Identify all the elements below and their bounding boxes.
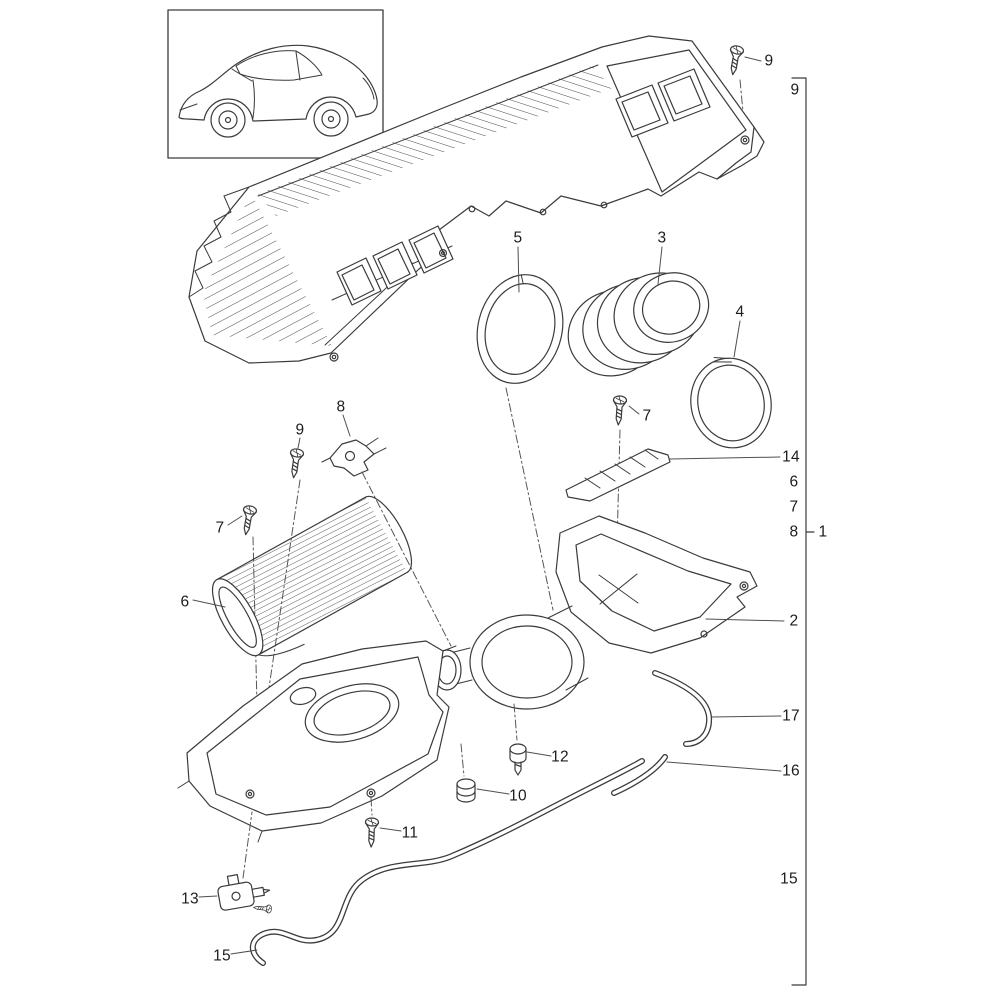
part-label-17: 17 — [782, 707, 800, 725]
part-label-9-list: 9 — [790, 81, 800, 99]
strainer-14 — [565, 448, 671, 502]
car-thumbnail-box — [167, 9, 384, 159]
valve-13 — [217, 811, 273, 914]
seal-ring-5 — [476, 274, 564, 384]
screw-9-top — [725, 44, 745, 113]
part-label-9-screw-left: 9 — [295, 421, 305, 439]
part-label-4: 4 — [735, 303, 745, 321]
part-label-10: 10 — [509, 787, 527, 805]
part-label-3: 3 — [657, 229, 667, 247]
part-label-2: 2 — [789, 612, 799, 630]
vent-grid-right — [615, 68, 711, 138]
part-label-7-list: 7 — [789, 498, 799, 516]
leader-lines — [192, 56, 785, 955]
hose-17 — [652, 670, 713, 747]
bolt-12 — [509, 703, 527, 776]
part-label-6-filter: 6 — [180, 593, 190, 611]
grommet-10 — [456, 743, 476, 803]
hose-15 — [249, 758, 645, 966]
bellows-hose-3 — [567, 272, 710, 377]
car-side-view-icon — [178, 44, 378, 138]
part-label-5: 5 — [513, 229, 523, 247]
part-label-1-assembly: 1 — [818, 523, 828, 541]
part-label-14-list: 14 — [782, 448, 800, 466]
hose-16 — [611, 754, 668, 796]
part-label-11: 11 — [401, 824, 419, 842]
lower-housing-2 — [177, 515, 758, 843]
part-label-9-screw-top: 9 — [764, 52, 774, 70]
part-label-6-list: 6 — [789, 473, 799, 491]
assembly-bracket — [791, 77, 815, 986]
part-label-16: 16 — [782, 762, 800, 780]
clamp-ring-4 — [690, 357, 772, 449]
air-filter-6 — [211, 495, 413, 657]
screw-11 — [364, 797, 380, 848]
part-label-12: 12 — [551, 748, 569, 766]
part-label-15-hose: 15 — [213, 947, 231, 965]
part-label-13: 13 — [181, 890, 199, 908]
part-label-8-valve: 8 — [336, 398, 346, 416]
upper-housing-cover — [188, 35, 765, 364]
part-label-8-list: 8 — [789, 523, 799, 541]
vent-valve-8 — [321, 437, 452, 647]
part-label-7-center: 7 — [642, 407, 652, 425]
vent-grid-middle — [331, 225, 454, 306]
part-label-15-list: 15 — [780, 870, 798, 888]
part-label-7-left: 7 — [215, 519, 225, 537]
